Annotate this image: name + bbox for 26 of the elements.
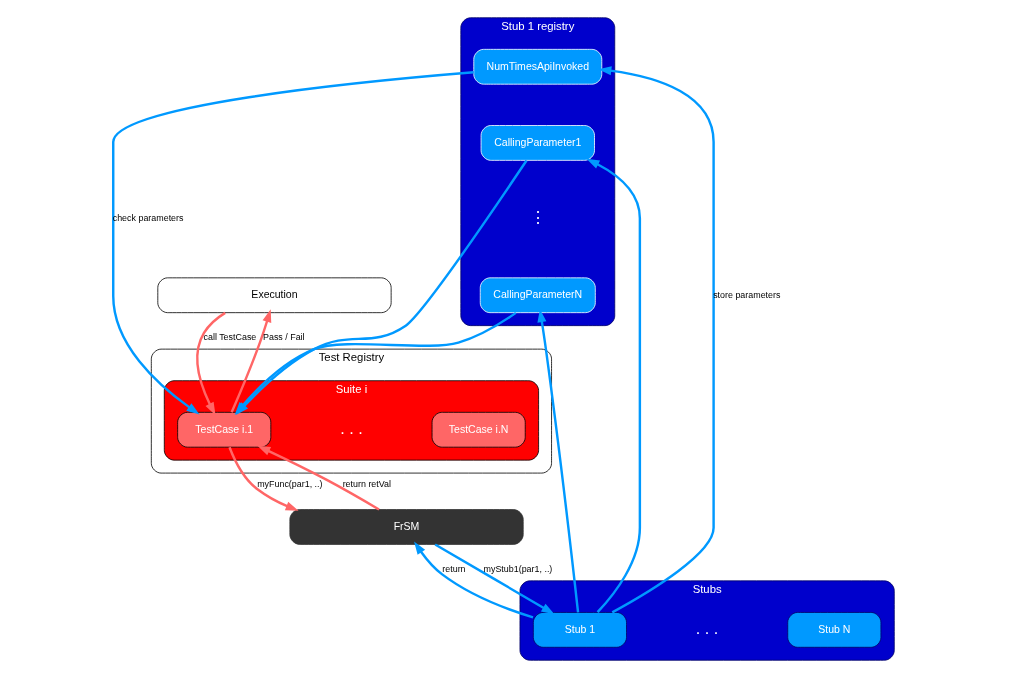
edge-label: Pass / Fail <box>262 332 305 343</box>
node-box: Stub 1 <box>532 612 627 648</box>
node-box: CallingParameter1 <box>480 125 595 161</box>
arrow <box>413 541 533 619</box>
label: . . . <box>695 618 718 637</box>
node-box: Execution <box>156 277 392 314</box>
edge-label: call TestCase <box>203 332 256 343</box>
label: ⋮ <box>529 208 546 227</box>
arrow <box>536 309 579 613</box>
arrow <box>230 309 271 413</box>
edge-label: return <box>441 563 466 574</box>
edge-label: myStub1(par1, ..) <box>483 563 552 574</box>
arrow <box>585 158 641 614</box>
arrow <box>195 311 226 416</box>
arrow <box>597 66 715 614</box>
edge-label: return retVal <box>342 478 391 489</box>
node-box: Stub N <box>786 612 881 648</box>
node-box: TestCase i.N <box>431 411 526 448</box>
node-box: NumTimesApiInvoked <box>472 48 602 85</box>
node-box: FrSM <box>288 509 524 545</box>
arrow <box>434 543 554 615</box>
node-box: CallingParameterN <box>479 277 596 314</box>
label: . . . <box>339 418 363 437</box>
arrow <box>256 445 380 511</box>
node-box: TestCase i.1 <box>176 411 271 448</box>
edge-label: myFunc(par1, ..) <box>256 478 323 489</box>
